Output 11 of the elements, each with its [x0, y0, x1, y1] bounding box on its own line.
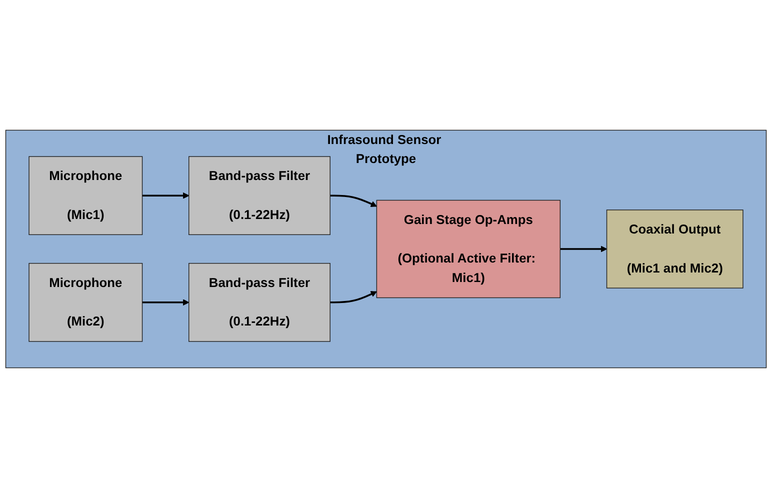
arrow: [330, 194, 377, 207]
node-box: Microphone (Mic2): [28, 262, 143, 342]
arrow: [330, 291, 377, 304]
arrow: [560, 246, 608, 252]
node-box: Band-pass Filter (0.1-22Hz): [188, 262, 330, 342]
node-box: Microphone (Mic1): [28, 156, 143, 236]
node-box: Gain Stage Op-Amps (Optional Active Filter: Mic1): [376, 200, 561, 298]
node-box: Band-pass Filter (0.1-22Hz): [188, 156, 330, 236]
node-box: Coaxial Output (Mic1 and Mic2): [606, 210, 744, 288]
arrow: [142, 299, 190, 306]
arrow: [142, 192, 190, 199]
